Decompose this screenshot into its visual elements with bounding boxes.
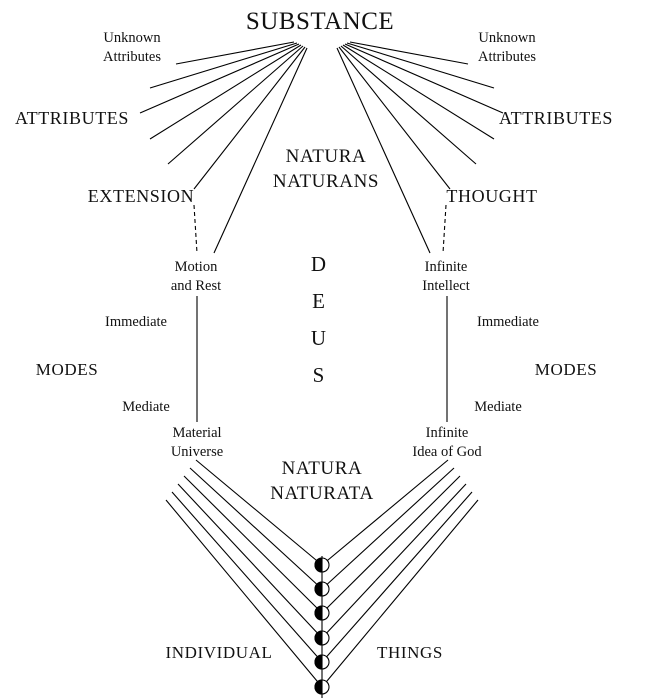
natura-naturata-label: NATURA NATURATA <box>266 456 378 507</box>
fan-line <box>213 47 308 254</box>
fan-line <box>177 483 323 639</box>
fan-line <box>149 42 298 89</box>
dashed-link <box>193 204 198 254</box>
individual-thing-node-icon <box>314 630 330 646</box>
individual-thing-node-icon <box>314 605 330 621</box>
fan-line <box>189 467 323 590</box>
things-label: THINGS <box>377 643 443 662</box>
fan-line <box>167 45 304 165</box>
fan-line <box>321 499 479 688</box>
fan-line <box>321 483 467 639</box>
fan-line <box>342 44 495 140</box>
mediate-left-label: Mediate <box>122 399 170 415</box>
thought-label: THOUGHT <box>446 186 538 206</box>
fan-line <box>344 43 504 114</box>
extension-label: EXTENSION <box>87 186 195 206</box>
unknown-attributes-right-label: Unknown Attributes <box>478 30 536 66</box>
individual-thing-node-icon <box>314 581 330 597</box>
motion-and-rest-label: Motion and Rest <box>170 259 222 295</box>
unknown-attributes-left-label: Unknown Attributes <box>103 30 161 66</box>
fan-line <box>321 467 455 590</box>
individual-label: INDIVIDUAL <box>165 643 273 662</box>
substance-label: SUBSTANCE <box>245 8 395 35</box>
fan-line <box>193 46 306 190</box>
fan-line <box>346 42 495 89</box>
immediate-right-label: Immediate <box>476 314 540 330</box>
modes-left-label: MODES <box>35 360 99 379</box>
fan-line <box>171 491 323 663</box>
fan-line <box>349 41 469 65</box>
infinite-intellect-label: Infinite Intellect <box>422 259 470 295</box>
immediate-left-label: Immediate <box>104 314 168 330</box>
individual-thing-node-icon <box>314 679 330 695</box>
individual-thing-node-icon <box>314 557 330 573</box>
mediate-right-label: Mediate <box>474 399 522 415</box>
fan-line <box>183 475 323 614</box>
infinite-idea-of-god-label: Infinite Idea of God <box>412 425 482 461</box>
fan-line <box>340 45 477 165</box>
fan-line <box>321 459 449 566</box>
fan-line <box>165 499 323 688</box>
fan-line <box>321 475 461 614</box>
fan-line <box>336 47 431 254</box>
dashed-link <box>442 204 447 254</box>
individual-thing-node-icon <box>314 654 330 670</box>
modes-right-label: MODES <box>534 360 598 379</box>
attributes-left-label: ATTRIBUTES <box>15 108 129 128</box>
fan-line <box>139 43 300 114</box>
natura-naturans-label: NATURA NATURANS <box>272 146 380 193</box>
attributes-right-label: ATTRIBUTES <box>499 108 613 128</box>
fan-line <box>321 491 473 663</box>
fan-line <box>149 44 302 140</box>
fan-line <box>175 41 295 65</box>
fan-line <box>195 459 323 566</box>
material-universe-label: Material Universe <box>170 425 224 461</box>
deus-label: DEUS <box>306 252 331 400</box>
fan-line <box>338 46 451 190</box>
